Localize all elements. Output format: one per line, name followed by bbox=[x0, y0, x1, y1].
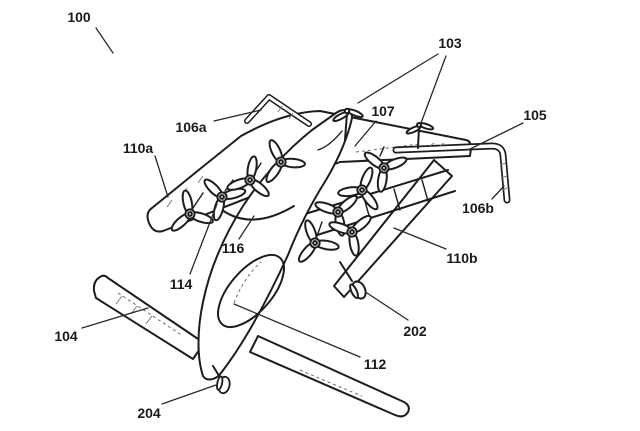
ref-label-116: 116 bbox=[222, 240, 245, 256]
leader-110b bbox=[393, 227, 447, 250]
leader-103-b bbox=[420, 55, 447, 124]
leader-116 bbox=[238, 215, 255, 240]
leader-106a bbox=[213, 109, 262, 122]
upper-wing-shading bbox=[355, 143, 421, 153]
leader-107 bbox=[354, 120, 377, 147]
right-boom-winglet bbox=[392, 142, 511, 204]
canopy bbox=[217, 254, 285, 328]
tail-fairing-line bbox=[317, 130, 343, 151]
left-winglet-inner bbox=[245, 95, 311, 126]
leader-106b bbox=[491, 185, 505, 200]
fuselage bbox=[197, 109, 354, 381]
rotor-support-arc bbox=[221, 205, 295, 221]
left-winglet-hatch bbox=[277, 105, 294, 120]
ref-label-107: 107 bbox=[371, 103, 395, 119]
front-landing-gear bbox=[212, 365, 233, 396]
ref-label-100: 100 bbox=[67, 9, 91, 25]
mast-hub bbox=[343, 107, 351, 115]
ref-label-103: 103 bbox=[438, 35, 462, 51]
ref-label-112: 112 bbox=[364, 356, 387, 372]
leader-202 bbox=[366, 292, 409, 321]
lower-wing-right bbox=[249, 335, 410, 418]
rear-gear-strut bbox=[339, 261, 353, 282]
rear-landing-gear bbox=[339, 261, 370, 303]
ref-label-104: 104 bbox=[54, 328, 78, 344]
ref-label-106a: 106a bbox=[175, 119, 206, 135]
ref-label-110b: 110b bbox=[446, 250, 477, 266]
leader-100 bbox=[95, 27, 114, 54]
fuselage-outline bbox=[197, 109, 354, 381]
ref-label-106b: 106b bbox=[462, 200, 494, 216]
ref-label-110a: 110a bbox=[123, 140, 154, 156]
leader-lines bbox=[81, 27, 524, 405]
leader-103-a bbox=[357, 53, 439, 104]
canopy-shading bbox=[233, 261, 262, 304]
ref-label-114: 114 bbox=[170, 276, 193, 292]
ref-label-105: 105 bbox=[523, 107, 547, 123]
rotor-mast-right bbox=[405, 122, 435, 149]
leader-112 bbox=[233, 303, 361, 358]
lift-propellers bbox=[167, 136, 416, 271]
leader-204 bbox=[161, 384, 217, 405]
mast-post bbox=[417, 126, 420, 149]
mast-post bbox=[344, 112, 348, 141]
front-wheel bbox=[214, 374, 233, 396]
lower-wing-left bbox=[92, 274, 205, 360]
leader-105 bbox=[467, 122, 524, 151]
right-boom-inner bbox=[394, 144, 509, 202]
lower-wing-right-shading bbox=[299, 369, 363, 397]
leader-110a bbox=[154, 155, 169, 198]
reference-numerals: 100 103 107 106a 110a 105 106b 116 114 1… bbox=[54, 9, 547, 421]
ref-label-204: 204 bbox=[137, 405, 161, 421]
left-boom-winglet bbox=[244, 94, 312, 127]
leader-104 bbox=[81, 307, 149, 329]
ref-label-202: 202 bbox=[403, 323, 427, 339]
lower-wing-left-shading bbox=[117, 292, 184, 337]
right-boom-hatch bbox=[429, 142, 508, 191]
leader-114 bbox=[189, 203, 218, 275]
lower-wing-right-outline bbox=[249, 335, 410, 418]
mast-hub bbox=[416, 122, 422, 128]
rotor-mast-left bbox=[332, 107, 364, 141]
